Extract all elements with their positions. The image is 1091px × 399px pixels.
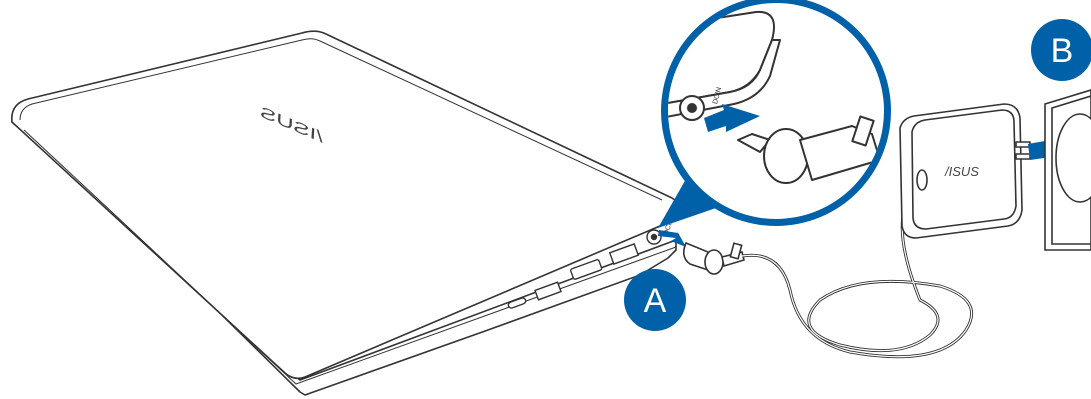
step-a-label: A — [644, 282, 667, 320]
hdmi-port — [570, 259, 603, 280]
laptop-lid — [11, 30, 683, 380]
power-cable-inner — [741, 181, 973, 358]
callout-dc-port-pin — [687, 103, 697, 113]
callout-plug-clip — [851, 115, 875, 147]
step-b-circle — [1031, 19, 1091, 81]
usb-a-port-2 — [608, 243, 640, 265]
adapter-prong-1 — [1015, 141, 1031, 148]
callout-laptop-side — [668, 39, 781, 123]
step-b-label: B — [1051, 32, 1074, 70]
zoom-callout: DCIN — [658, 0, 891, 228]
callout-plug-tip — [763, 128, 809, 184]
power-adapter — [899, 103, 1031, 239]
step-b-badge: B — [1031, 19, 1091, 81]
wall-outlet — [1044, 89, 1091, 251]
dc-plug-tip — [704, 249, 724, 275]
right-arrow-icon — [658, 229, 686, 247]
dc-plug — [682, 241, 745, 275]
adapter-logo: /ISUS — [944, 164, 979, 179]
step-a-badge: A — [624, 269, 686, 331]
laptop-lid-bevel — [19, 38, 663, 201]
right-arrow-icon — [704, 104, 760, 132]
outlet-socket — [1055, 113, 1091, 203]
dc-plug-clip — [729, 242, 743, 260]
laptop — [11, 30, 683, 396]
step-a-circle — [624, 269, 686, 331]
dc-in-port-inner — [650, 233, 658, 241]
adapter-cable-exit — [916, 169, 928, 191]
callout-connector — [658, 172, 716, 228]
callout-port-label: DCIN — [712, 87, 723, 105]
laptop-ports — [507, 229, 662, 309]
usb-c-port — [507, 297, 527, 309]
adapter-prong-2 — [1015, 153, 1031, 160]
cable-highlight — [741, 181, 973, 358]
usb-a-port — [534, 281, 562, 301]
adapter-front — [911, 109, 1017, 230]
